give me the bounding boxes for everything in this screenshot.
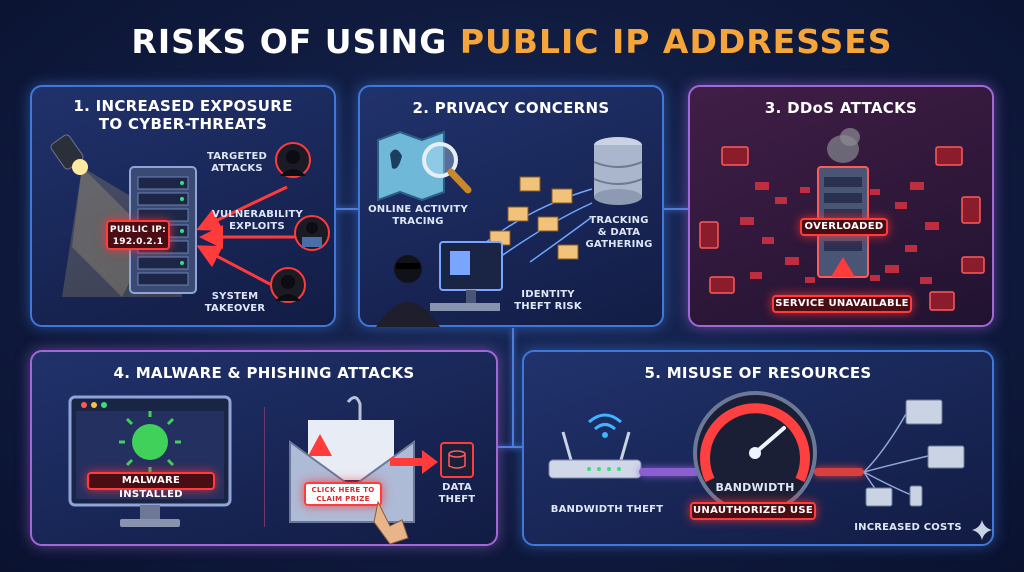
panel-title-line: 1. INCREASED EXPOSURE [73, 97, 293, 115]
panel-title: 4. MALWARE & PHISHING ATTACKS [113, 364, 415, 382]
bandwidth-label: BANDWIDTH [715, 481, 795, 494]
connector-line [512, 328, 514, 448]
panel-malware: 4. MALWARE & PHISHING ATTACKS MALWARE IN… [30, 350, 498, 546]
threat-label-takeover: SYSTEM TAKEOVER [200, 291, 270, 315]
panel-title-line: TO CYBER-THREATS [98, 115, 268, 133]
connector-line [335, 208, 359, 210]
map-magnifier-icon [377, 130, 472, 202]
hand-pointer-icon [373, 500, 409, 545]
data-theft-line: DATA [442, 482, 472, 493]
database-icon [593, 137, 643, 205]
bandwidth-theft-label: BANDWIDTH THEFT [550, 504, 664, 515]
threat-label-vulnerability: VULNERABILITY EXPLOITS [212, 209, 303, 233]
tracking-label-line: & DATA [597, 227, 641, 238]
title-highlight: PUBLIC IP ADDRESSES [459, 22, 893, 61]
panel-title: 1. INCREASED EXPOSURE TO CYBER-THREATS [32, 97, 334, 133]
threat-label-targeted: TARGETED ATTACKS [202, 151, 272, 175]
panel-exposure: 1. INCREASED EXPOSURE TO CYBER-THREATS P… [30, 85, 336, 327]
threat-label-line: TARGETED [206, 151, 268, 162]
data-theft-line: THEFT [438, 494, 476, 505]
title-lead: RISKS OF USING [131, 22, 460, 61]
panel-title: 2. PRIVACY CONCERNS [412, 99, 610, 117]
identity-label-line: THEFT RISK [514, 301, 582, 312]
panel-privacy: 2. PRIVACY CONCERNS ONLINE ACTIVITY TRAC… [358, 85, 664, 327]
ip-tag-label: PUBLIC IP: [109, 225, 167, 235]
unauthorized-use-tag: UNAUTHORIZED USE [690, 502, 816, 520]
connector-line [664, 208, 688, 210]
activity-label-line: ONLINE ACTIVITY [368, 204, 468, 215]
panel-title: 3. DDoS ATTACKS [764, 99, 918, 117]
claim-prize-line: CLICK HERE TO [311, 486, 375, 494]
panel-ddos: 3. DDoS ATTACKS OVERLOADED SERVICE UNAVA… [688, 85, 994, 327]
claim-prize-line: CLAIM PRIZE [316, 495, 370, 503]
divider [264, 407, 265, 527]
threat-label-line: SYSTEM [211, 291, 259, 302]
hacker-icon [270, 267, 306, 303]
threat-label-line: TAKEOVER [204, 303, 266, 314]
page-title: RISKS OF USING PUBLIC IP ADDRESSES [0, 22, 1024, 61]
identity-label-line: IDENTITY [521, 289, 575, 300]
service-unavailable-tag: SERVICE UNAVAILABLE [772, 295, 912, 313]
connected-devices-icon [863, 399, 965, 507]
tracking-label-line: GATHERING [585, 239, 653, 250]
threat-label-line: ATTACKS [211, 163, 263, 174]
tracking-label: TRACKING & DATA GATHERING [582, 215, 656, 251]
bandwidth-gauge-icon [693, 391, 817, 515]
ip-tag-value: 192.0.2.1 [112, 237, 164, 247]
hacker-icon [275, 142, 311, 178]
panel-misuse: 5. MISUSE OF RESOURCES BANDWIDTH BANDWID… [522, 350, 994, 546]
data-flow-envelopes [479, 176, 593, 263]
infected-monitor-icon [68, 395, 232, 527]
tracking-label-line: TRACKING [589, 215, 649, 226]
panel-title: 5. MISUSE OF RESOURCES [644, 364, 872, 382]
wifi-router-icon [548, 413, 642, 479]
increased-costs-label: INCREASED COSTS [854, 522, 962, 533]
identity-label: IDENTITY THEFT RISK [508, 289, 588, 313]
threat-label-line: EXPLOITS [229, 221, 285, 232]
threat-label-line: VULNERABILITY [212, 209, 303, 220]
bandwidth-cable [639, 468, 699, 476]
overloaded-tag: OVERLOADED [800, 218, 888, 236]
public-ip-tag: PUBLIC IP: 192.0.2.1 [106, 220, 170, 250]
hacker-laptop-icon [294, 215, 330, 251]
malware-installed-tag: MALWARE INSTALLED [87, 472, 215, 500]
hacker-computer-icon [376, 241, 503, 327]
claim-prize-button[interactable]: CLICK HERE TO CLAIM PRIZE [304, 482, 382, 506]
arrow-right-icon [390, 450, 438, 474]
data-theft-label: DATA THEFT [430, 482, 484, 506]
connector-line [498, 446, 524, 448]
data-file-icon [440, 442, 474, 478]
sparkle-icon [972, 520, 992, 540]
activity-label: ONLINE ACTIVITY TRACING [368, 204, 468, 228]
activity-label-line: TRACING [392, 216, 444, 227]
bandwidth-cable [814, 468, 864, 476]
